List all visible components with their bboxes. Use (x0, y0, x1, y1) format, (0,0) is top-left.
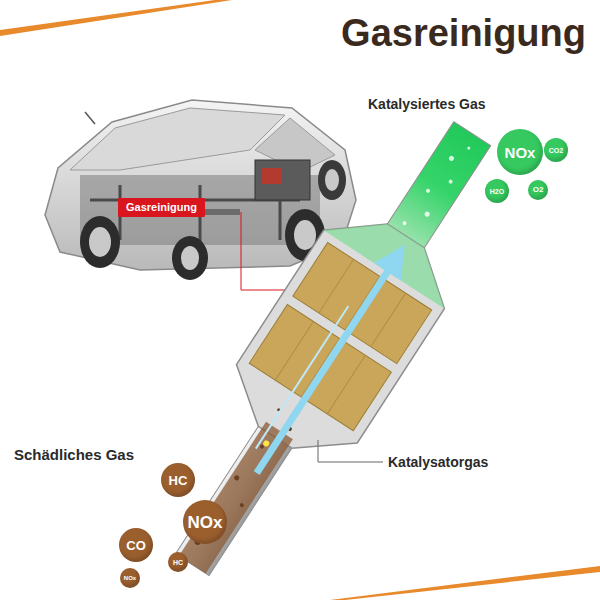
car-illustration-part (294, 220, 316, 250)
gas-bubble: H2O (485, 179, 509, 203)
car-illustration-part (181, 246, 199, 270)
catalytic-converter-part-part (402, 220, 408, 226)
gas-label: Katalysiertes Gas (368, 96, 486, 112)
catalytic-converter-part (215, 197, 466, 477)
catalytic-converter-part-part (233, 474, 240, 481)
gas-formula: NOx (188, 514, 223, 531)
catalytic-converter (132, 94, 533, 600)
gas-formula: O2 (533, 186, 544, 194)
catalytic-converter-part-part (425, 188, 431, 194)
catalytic-converter-part-part (424, 211, 431, 218)
gas-bubble: CO (119, 528, 153, 562)
catalytic-converter-part (256, 306, 349, 449)
gas-bubble: NOx (183, 500, 227, 544)
corner-stripe-part (330, 566, 600, 600)
gas-label: Katalysatorgas (388, 454, 488, 470)
gas-formula: HC (169, 474, 188, 487)
catalytic-converter-part (257, 268, 390, 473)
car-illustration-part (172, 236, 208, 280)
car-illustration-part (70, 108, 285, 170)
gas-bubble: HC (161, 463, 195, 497)
corner-stripe-part (0, 0, 232, 36)
page-title: Gasreinigung (341, 12, 586, 55)
car-illustration-part (80, 216, 120, 268)
gas-formula: H2O (490, 188, 504, 195)
car-illustration-part (318, 160, 346, 200)
catalytic-converter-part-part (239, 502, 245, 508)
leader-line (318, 440, 383, 462)
gas-bubble: CO2 (544, 138, 568, 162)
gas-bubble: NOx (497, 129, 543, 175)
gas-bubble: NOx (120, 568, 140, 588)
catalytic-converter-part (275, 259, 405, 414)
gas-formula: HC (173, 559, 183, 566)
label-box: Gasreinigung (118, 198, 205, 217)
car-illustration-part (262, 168, 282, 184)
car-illustration-part (325, 169, 339, 191)
catalytic-converter-part (402, 139, 474, 235)
gas-bubble: O2 (528, 180, 548, 200)
catalytic-converter-part-part (448, 155, 455, 162)
gas-formula: NOx (124, 575, 136, 581)
catalytic-converter-part-part (448, 179, 454, 185)
gas-formula: CO2 (549, 147, 563, 154)
car-illustration-part (255, 160, 310, 200)
car-illustration-part (85, 112, 95, 124)
car-illustration-part (89, 227, 111, 257)
catalytic-converter-part-part (467, 146, 471, 150)
gas-label: Schädliches Gas (14, 446, 134, 463)
catalytic-converter-part (374, 236, 418, 280)
gas-formula: CO (126, 539, 146, 552)
box-label: Gasreinigung (126, 202, 197, 213)
gas-formula: NOx (505, 145, 536, 160)
catalytic-converter-part (262, 439, 270, 447)
gas-bubble: HC (168, 552, 188, 572)
